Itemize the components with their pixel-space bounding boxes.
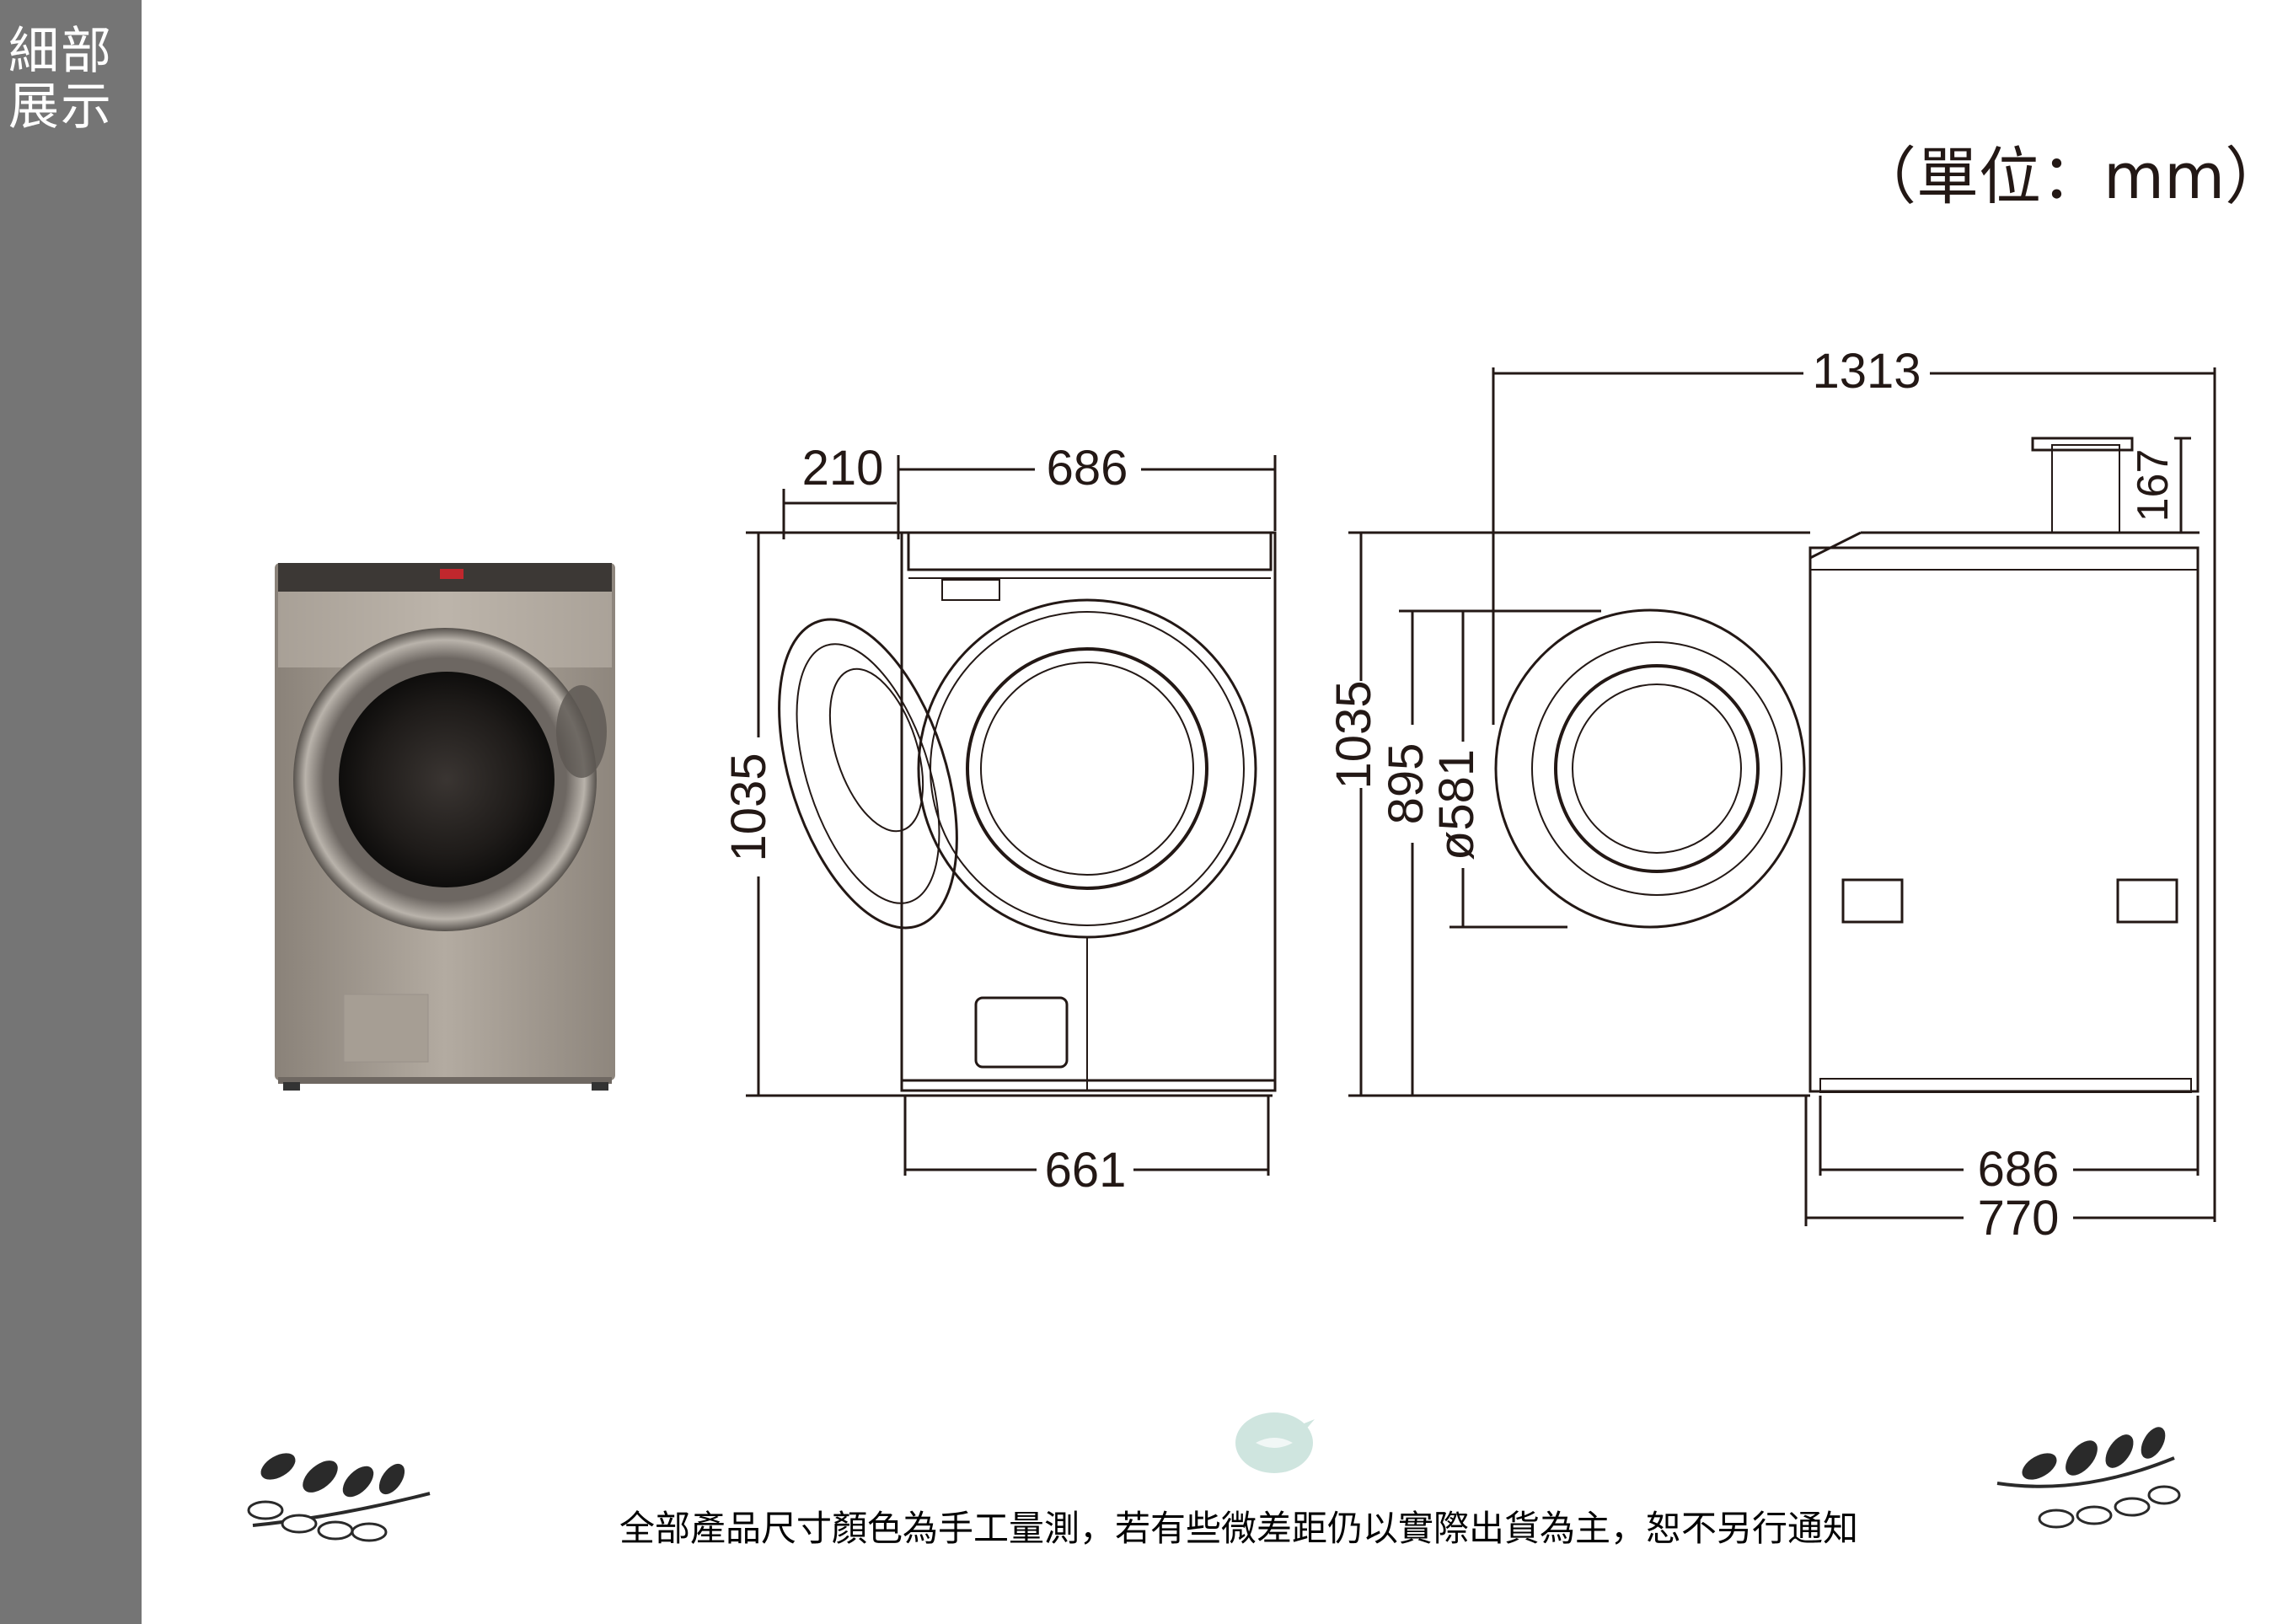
dim-side-height: 1035	[1326, 680, 1381, 789]
disclaimer-text: 全部產品尺寸顏色為手工量測，若有些微差距仍以實際出貨為主，恕不另行通知	[619, 1508, 1859, 1549]
front-view	[778, 531, 1277, 1092]
bird-icon	[1235, 1412, 1315, 1473]
open-door	[778, 618, 958, 930]
side-view	[1494, 437, 2200, 1093]
dim-total-depth: 770	[1978, 1191, 2060, 1246]
dim-body-depth: 686	[1978, 1142, 2060, 1197]
dim-front-height: 1035	[721, 753, 776, 861]
unit-label: （單位：mm）	[1854, 141, 2288, 213]
leaf-branch-right-icon	[1996, 1427, 2181, 1529]
sidebar-title: 細部 展示	[8, 22, 113, 137]
dimension-labels: 210 686 1035 661 1313 167 1035 895 ø581 …	[721, 344, 2178, 1246]
dim-base-width: 661	[1045, 1143, 1127, 1198]
dim-door-swing: 210	[802, 441, 884, 496]
dim-door-diameter: ø581	[1429, 749, 1484, 860]
dim-front-width-top: 686	[1047, 441, 1128, 496]
washer-photo	[275, 563, 615, 1091]
sidebar: 細部 展示	[0, 0, 142, 1624]
dimension-lines	[746, 367, 2216, 1226]
dim-total-depth-door-open: 1313	[1812, 344, 1921, 399]
dim-door-center-height: 895	[1379, 743, 1433, 825]
dim-lint-filter-height: 167	[2129, 449, 2178, 523]
leaf-branch-left-icon	[247, 1453, 431, 1542]
